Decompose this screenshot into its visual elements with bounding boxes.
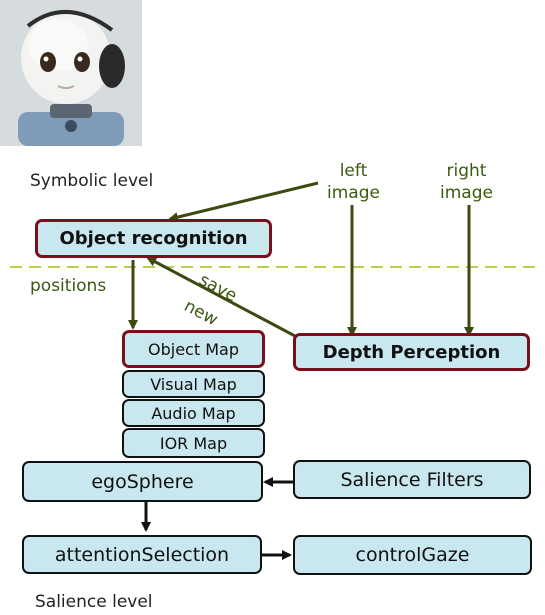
control-gaze-box: controlGaze: [293, 535, 532, 575]
positions-label: positions: [30, 276, 107, 296]
attention-selection-box: attentionSelection: [22, 535, 262, 574]
ior-map-box: IOR Map: [122, 428, 265, 458]
object-map-box: Object Map: [122, 330, 265, 368]
robot-head-image: [0, 0, 142, 146]
arrow-depth-to-object-recognition: [146, 256, 296, 338]
depth-perception-box: Depth Perception: [293, 333, 530, 371]
symbolic-level-label: Symbolic level: [30, 171, 154, 191]
salience-filters-box: Salience Filters: [293, 460, 531, 499]
salience-level-label: Salience level: [35, 592, 153, 612]
egosphere-box: egoSphere: [22, 461, 263, 502]
left-image-label: left image: [327, 161, 380, 203]
visual-map-box: Visual Map: [122, 370, 265, 398]
object-recognition-box: Object recognition: [35, 219, 272, 258]
arrow-left-image-to-object-recognition: [168, 181, 319, 222]
right-image-label: right image: [440, 161, 493, 203]
audio-map-box: Audio Map: [122, 399, 265, 427]
